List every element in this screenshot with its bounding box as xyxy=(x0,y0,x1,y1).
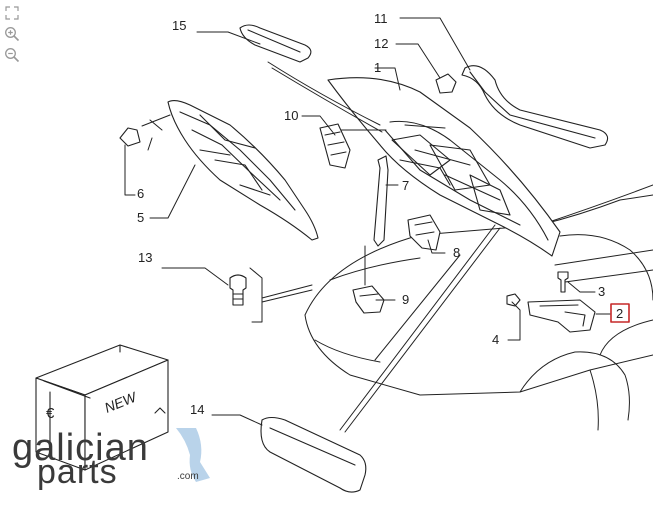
euro-mark: € xyxy=(46,405,55,422)
callout-10: 10 xyxy=(284,108,298,123)
zoom-out-icon xyxy=(5,48,20,63)
part-15-trim-strip xyxy=(239,24,312,63)
hood-cable-lines xyxy=(267,61,387,133)
leader-long-lines xyxy=(339,224,501,433)
part-7-prop-rod xyxy=(373,155,389,247)
fullscreen-button[interactable] xyxy=(2,4,22,22)
part-12-buffer xyxy=(435,73,457,94)
callout-14: 14 xyxy=(190,402,204,417)
part-11-seal-strip xyxy=(461,65,609,149)
galicianparts-watermark: galician parts .com xyxy=(12,427,210,491)
callout-2: 2 xyxy=(616,306,623,321)
callout-3: 3 xyxy=(598,284,605,299)
part-6-buffer xyxy=(119,127,141,147)
watermark-domain: .com xyxy=(177,471,199,482)
part-14-trim-panel xyxy=(260,416,367,493)
callout-6: 6 xyxy=(137,186,144,201)
callout-4: 4 xyxy=(492,332,499,347)
part-10-hinge-clip xyxy=(319,123,351,169)
callout-9: 9 xyxy=(402,292,409,307)
part-4-nut xyxy=(506,293,521,307)
part-5-insulation-panel xyxy=(167,99,319,241)
car-body-outline xyxy=(304,184,653,431)
callout-13: 13 xyxy=(138,250,152,265)
callout-1: 1 xyxy=(374,60,381,75)
zoom-out-button[interactable] xyxy=(2,46,22,64)
callout-11: 11 xyxy=(374,11,388,26)
new-part-box-illustration: NEW € xyxy=(35,344,169,471)
zoom-in-button[interactable] xyxy=(2,25,22,43)
callout-leaders xyxy=(124,17,611,426)
part-8-bracket xyxy=(407,214,441,251)
callout-15: 15 xyxy=(172,18,186,33)
callout-8: 8 xyxy=(453,245,460,260)
part-1-bonnet xyxy=(327,77,561,257)
callout-5: 5 xyxy=(137,210,144,225)
callout-numbers: 15 11 12 1 10 7 8 9 3 4 13 14 6 5 xyxy=(137,11,605,417)
fullscreen-icon xyxy=(5,6,19,20)
callout-7: 7 xyxy=(402,178,409,193)
part-2-hood-hinge xyxy=(527,299,596,333)
part-3-screw xyxy=(557,271,569,293)
watermark-accent-shape xyxy=(176,428,210,482)
callout-12: 12 xyxy=(374,36,388,51)
highlighted-callout-2[interactable]: 2 xyxy=(610,303,630,323)
part-13-bolt xyxy=(229,274,247,306)
watermark-line-1: galician xyxy=(12,427,149,469)
zoom-in-icon xyxy=(5,27,20,42)
watermark-line-2: parts xyxy=(37,453,118,491)
part-9-latch xyxy=(352,285,385,314)
viewer-toolbar xyxy=(2,4,26,64)
